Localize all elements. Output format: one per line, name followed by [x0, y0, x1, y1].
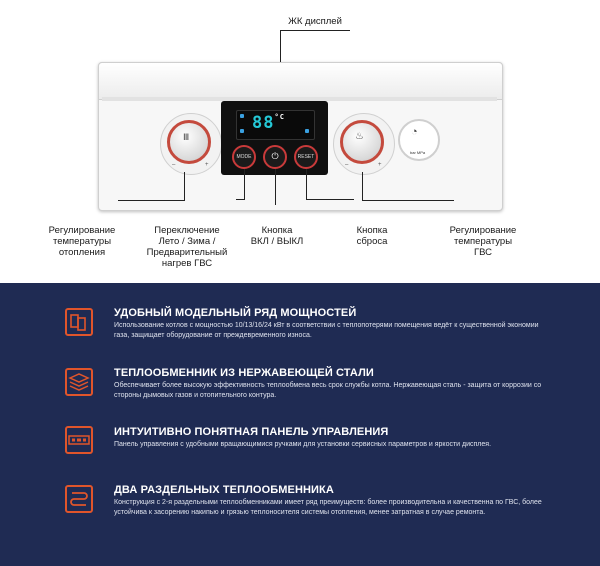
label-power-button: Кнопка ВКЛ / ВЫКЛ — [250, 225, 304, 247]
gauge-needle-icon: ◔ — [411, 126, 418, 138]
feature-desc-3: Панель управления с удобными вращающимис… — [114, 441, 492, 448]
leader-heating — [184, 172, 185, 200]
leader-power — [275, 169, 276, 205]
dhw-temp-knob[interactable] — [340, 120, 384, 164]
leader-reset — [306, 169, 307, 199]
power-icon: ⏻ — [271, 151, 279, 161]
boiler-panel-top — [98, 62, 503, 100]
heating-plus-label: + — [205, 162, 209, 168]
mode-button-label: MODE — [236, 154, 252, 160]
dhw-minus-label: – — [345, 162, 349, 168]
product-diagram: ЖК дисплей Ⅲ – + 88°C MODE ⏻ RESET ♨ – +… — [48, 16, 517, 269]
lcd-temperature-digits: 88°C — [252, 113, 285, 133]
feature-title-4: ДВА РАЗДЕЛЬНЫХ ТЕПЛООБМЕННИКА — [114, 484, 334, 496]
feature-desc-4: Конструкция с 2-я раздельными теплообмен… — [114, 499, 542, 516]
control-panel-icon — [65, 426, 93, 454]
leader-mode — [244, 169, 245, 199]
feature-desc-2: Обеспечивает более высокую эффективность… — [114, 382, 542, 399]
features-section: УДОБНЫЙ МОДЕЛЬНЫЙ РЯД МОЩНОСТЕЙ Использо… — [0, 283, 600, 566]
heating-minus-label: – — [172, 162, 176, 168]
feature-title-3: ИНТУИТИВНО ПОНЯТНАЯ ПАНЕЛЬ УПРАВЛЕНИЯ — [114, 426, 389, 438]
radiator-indicator-icon — [240, 129, 244, 133]
pressure-gauge — [398, 119, 440, 161]
label-lcd-display: ЖК дисплей — [288, 16, 342, 27]
feature-title-2: ТЕПЛООБМЕННИК ИЗ НЕРЖАВЕЮЩЕЙ СТАЛИ — [114, 367, 374, 379]
boiler-panel-ledge — [102, 97, 497, 101]
gauge-unit: bar MPa — [410, 150, 426, 155]
tap-indicator-icon — [305, 129, 309, 133]
label-dhw-temp: Регулирование температуры ГВС — [449, 225, 517, 258]
boilers-icon — [65, 308, 93, 336]
mode-button[interactable]: MODE — [232, 145, 256, 169]
dhw-plus-label: + — [378, 162, 382, 168]
heating-temp-knob[interactable] — [167, 120, 211, 164]
leader-reset-h — [306, 199, 354, 200]
coil-icon — [65, 485, 93, 513]
label-mode-switch: Переключение Лето / Зима / Предварительн… — [146, 225, 228, 269]
feature-desc-1: Использование котлов с мощностью 10/13/1… — [114, 322, 539, 339]
tap-icon: ♨ — [355, 131, 364, 142]
heat-exchanger-icon — [65, 368, 93, 396]
feature-title-1: УДОБНЫЙ МОДЕЛЬНЫЙ РЯД МОЩНОСТЕЙ — [114, 307, 357, 319]
radiator-icon: Ⅲ — [183, 132, 190, 142]
power-button[interactable]: ⏻ — [263, 145, 287, 169]
label-reset-button: Кнопка сброса — [356, 225, 388, 247]
lcd-value: 88 — [252, 113, 275, 133]
flame-indicator-icon — [240, 114, 244, 118]
reset-button-label: RESET — [297, 154, 315, 160]
leader-dhw — [362, 172, 363, 200]
lcd-screen — [236, 110, 315, 140]
leader-lcd-h — [280, 30, 350, 31]
leader-dhw-h — [362, 200, 454, 201]
reset-button[interactable]: RESET — [294, 145, 318, 169]
leader-heating-h — [118, 200, 185, 201]
leader-mode-h — [236, 199, 245, 200]
label-heating-temp: Регулирование температуры отопления — [48, 225, 116, 258]
lcd-unit: °C — [274, 113, 285, 121]
